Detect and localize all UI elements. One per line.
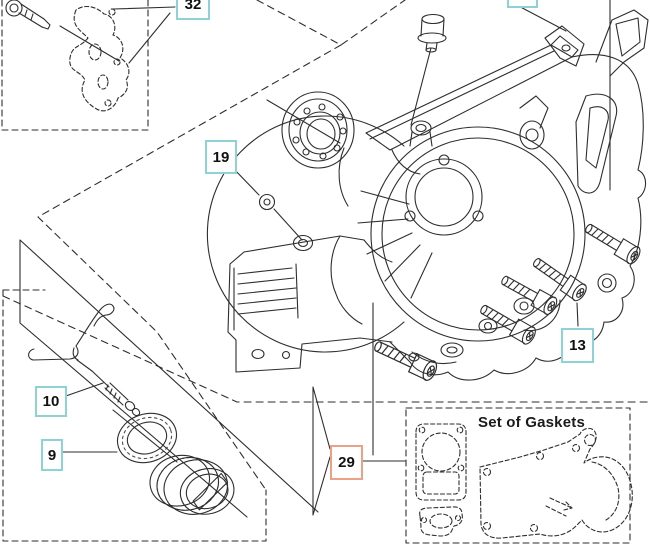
leader-lines xyxy=(59,6,579,463)
oil-cap xyxy=(149,454,235,515)
plate-screw xyxy=(5,0,51,30)
callout-32-label: 32 xyxy=(184,0,202,13)
mounting-bolts xyxy=(370,218,644,384)
top-bolt xyxy=(417,13,447,53)
gaskets-box-title: Set of Gaskets xyxy=(478,414,586,431)
projection-lines-dashed xyxy=(2,0,650,491)
callout-13-label: 13 xyxy=(569,337,586,354)
dashed-detail-boxes xyxy=(1,0,631,544)
callout-29[interactable]: 29 xyxy=(330,445,363,480)
gasket-cylinder xyxy=(415,423,467,501)
callout-19-label: 19 xyxy=(212,148,230,166)
oil-dipstick xyxy=(28,303,141,417)
callout-10-label: 10 xyxy=(42,393,60,410)
washer xyxy=(258,193,276,211)
callout-9[interactable]: 9 xyxy=(41,439,63,471)
callout-29-label: 29 xyxy=(338,454,355,471)
callout-13[interactable]: 13 xyxy=(561,328,594,363)
seal-ring xyxy=(116,412,178,464)
callout-19[interactable]: 19 xyxy=(205,140,237,174)
projection-lines-solid xyxy=(19,0,611,518)
plate-gasket-part xyxy=(69,5,130,112)
callout-32[interactable]: 32 xyxy=(176,0,210,20)
callout-10[interactable]: 10 xyxy=(35,386,67,417)
crankcase-assembly xyxy=(206,9,649,381)
gasket-muffler xyxy=(419,506,463,537)
callout-9-label: 9 xyxy=(47,446,57,464)
callout-partial-top[interactable] xyxy=(507,0,538,8)
gasket-crankcase xyxy=(479,427,633,539)
